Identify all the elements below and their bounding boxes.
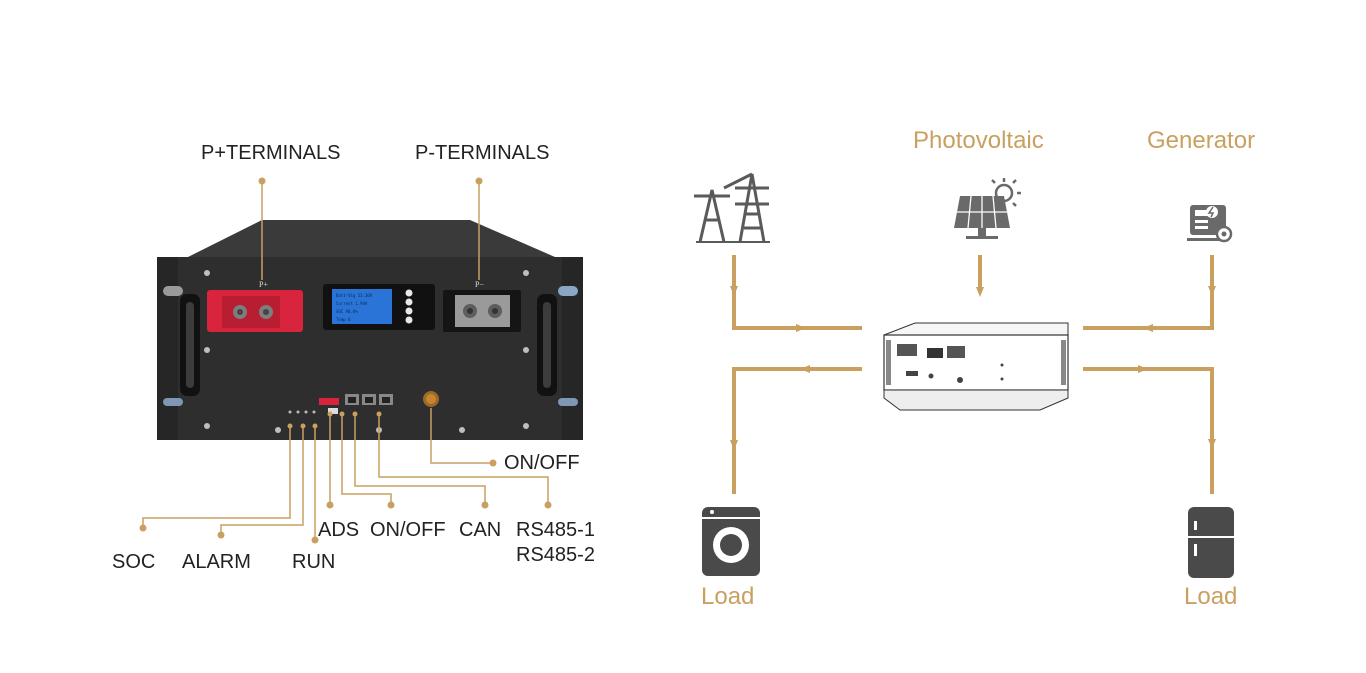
positive-terminal-icon: P+ bbox=[207, 280, 303, 332]
load-left-label: Load bbox=[701, 583, 755, 610]
lcd-display-icon: Batt-Vtg 53.30V Current 1.94A SOC 90.8% … bbox=[323, 284, 435, 330]
indicator-leds-icon bbox=[288, 410, 316, 414]
rj45-ports-icon bbox=[345, 394, 393, 405]
left-handle-icon bbox=[180, 294, 200, 396]
generator-label: Generator bbox=[1147, 127, 1256, 154]
battery-photo: P+ Batt-Vtg 53.30V Current 1.94A SOC 90.… bbox=[157, 220, 583, 440]
generator-icon bbox=[1187, 205, 1233, 243]
rs485-2-label: RS485-2 bbox=[516, 544, 595, 566]
callout-lines bbox=[142, 181, 549, 540]
photovoltaic-label: Photovoltaic bbox=[913, 127, 1044, 154]
soc-label: SOC bbox=[112, 551, 156, 573]
ads-label: ADS bbox=[318, 519, 360, 541]
negative-terminal-icon: P− bbox=[443, 280, 521, 332]
run-label: RUN bbox=[292, 551, 336, 573]
load-right-label: Load bbox=[1184, 583, 1238, 610]
svg-text:SOC 90.8%: SOC 90.8% bbox=[336, 309, 358, 314]
on-off-dip-label: ON/OFF bbox=[370, 519, 446, 541]
on-off-switch-label: ON/OFF bbox=[504, 452, 580, 474]
svg-text:Current 1.94A: Current 1.94A bbox=[336, 301, 368, 306]
callout-dots bbox=[139, 177, 552, 544]
alarm-label: ALARM bbox=[182, 551, 251, 573]
solar-panel-icon bbox=[954, 178, 1021, 239]
dip-switch-icon bbox=[319, 398, 339, 414]
power-tower-icon bbox=[694, 172, 770, 243]
rs485-1-label: RS485-1 bbox=[516, 519, 595, 541]
energy-flow-lines bbox=[730, 255, 1216, 494]
svg-text:P−: P− bbox=[475, 280, 484, 289]
power-switch-icon bbox=[423, 391, 439, 407]
svg-text:Temp 0: Temp 0 bbox=[336, 317, 351, 322]
battery-module-icon bbox=[883, 322, 1069, 411]
p-plus-terminals-label: P+TERMINALS bbox=[201, 142, 341, 164]
refrigerator-icon bbox=[1188, 507, 1234, 578]
svg-text:Batt-Vtg 53.30V: Batt-Vtg 53.30V bbox=[336, 293, 373, 298]
washing-machine-icon bbox=[702, 507, 760, 576]
svg-text:P+: P+ bbox=[259, 280, 268, 289]
right-handle-icon bbox=[537, 294, 557, 396]
can-label: CAN bbox=[459, 519, 502, 541]
p-minus-terminals-label: P-TERMINALS bbox=[415, 142, 550, 164]
